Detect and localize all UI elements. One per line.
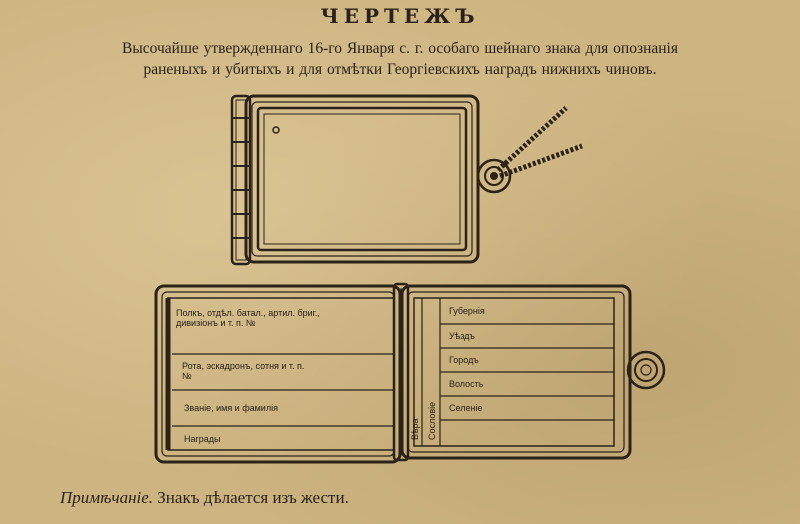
subtitle-line-2: раненыхъ и убитыхъ и для отмѣтки Георгіе… xyxy=(143,61,657,78)
card-right-field-village: Селеніе xyxy=(449,403,483,413)
card-right-field-faith: Вѣра xyxy=(410,418,420,440)
card-left-field-company: Рота, эскадронъ, сотня и т. п. № xyxy=(182,361,305,381)
page-title: ЧЕРТЕЖЪ xyxy=(320,4,480,28)
footnote-text: Знакъ дѣлается изъ жести. xyxy=(153,488,349,507)
card-right-field-town: Городъ xyxy=(449,355,479,365)
closed-tag-drawing xyxy=(230,94,583,266)
card-left-field-regiment: Полкъ, отдѣл. батал., артил. бриг., диви… xyxy=(176,308,320,328)
card-right-field-volost: Волость xyxy=(449,379,484,389)
card-right-field-district: Уѣздъ xyxy=(449,331,475,341)
open-tag-drawing xyxy=(154,282,666,464)
card-left-field-awards: Награды xyxy=(184,434,221,444)
subtitle-line-1: Высочайше утвержденнаго 16-го Января с. … xyxy=(122,40,678,57)
footnote: Примѣчаніе. Знакъ дѣлается изъ жести. xyxy=(60,488,349,508)
card-right-field-province: Губернія xyxy=(449,306,485,316)
page-subtitle: Высочайше утвержденнаго 16-го Января с. … xyxy=(8,38,792,80)
card-left-field-rank-name: Званіе, имя и фамилія xyxy=(184,403,278,413)
footnote-lead: Примѣчаніе. xyxy=(60,488,154,507)
card-right-field-estate: Сословіе xyxy=(427,401,437,440)
